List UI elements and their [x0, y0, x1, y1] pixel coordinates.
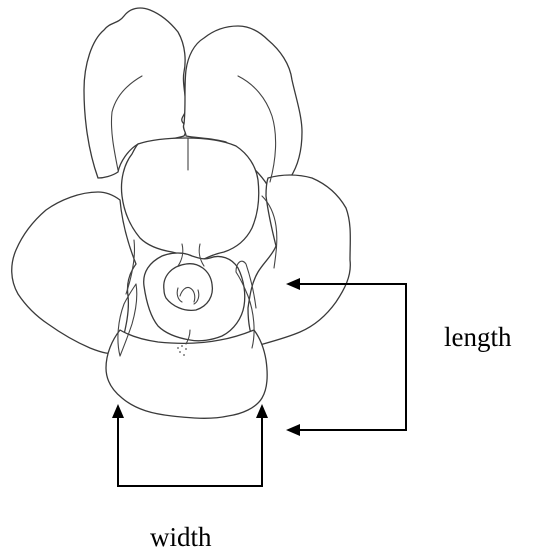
left-lateral-petal [12, 192, 136, 354]
width-label: width [150, 524, 212, 551]
width-bracket-line [118, 416, 262, 486]
width-arrowhead-right [256, 404, 268, 418]
stipple-dot [185, 348, 187, 350]
central-hood [121, 138, 258, 262]
right-lateral-petal [248, 175, 350, 346]
stipple-dot [181, 345, 183, 347]
length-arrowhead-bottom [286, 424, 300, 436]
stipple-dot [179, 351, 181, 353]
flower-drawing [12, 8, 351, 418]
stipple-dot [183, 354, 185, 356]
width-arrowhead-left [112, 404, 124, 418]
central-lip [144, 253, 245, 341]
stipple-dot [177, 347, 179, 349]
length-label: length [444, 324, 512, 351]
